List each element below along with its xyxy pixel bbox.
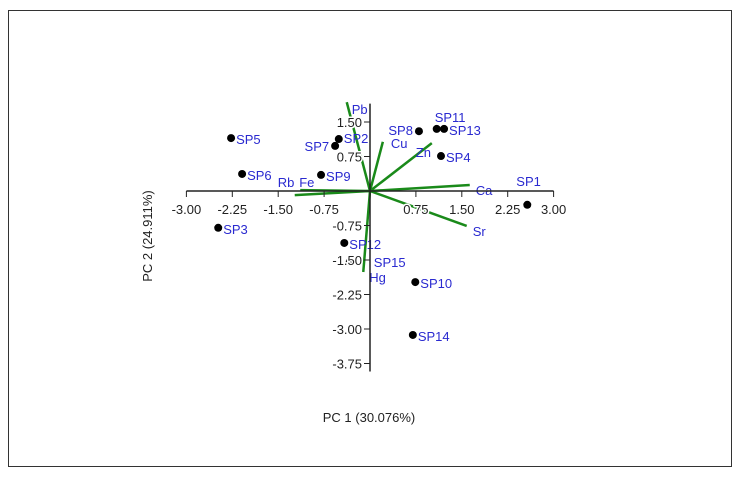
score-point-sp8 bbox=[414, 127, 423, 136]
x-axis-title: PC 1 (30.076%) bbox=[323, 410, 416, 425]
score-label: SP13 bbox=[449, 123, 481, 138]
y-tick-label: 0.75 bbox=[337, 150, 362, 165]
score-label: SP14 bbox=[418, 329, 450, 344]
loading-vector-hg bbox=[362, 190, 372, 273]
y-tick-label: -1.50 bbox=[332, 253, 362, 268]
score-label: SP4 bbox=[446, 150, 471, 165]
y-axis-title: PC 2 (24.911%) bbox=[140, 190, 155, 282]
x-tick-label: -3.00 bbox=[172, 202, 202, 217]
loading-label: Sr bbox=[473, 224, 487, 239]
y-tick-label: -3.75 bbox=[332, 357, 362, 372]
loading-label: Fe bbox=[299, 175, 314, 190]
score-point-sp10 bbox=[411, 278, 420, 287]
score-point-sp4 bbox=[436, 152, 445, 161]
chart-frame bbox=[8, 10, 732, 467]
loading-label: Pb bbox=[352, 102, 368, 117]
loading-label: Zn bbox=[416, 145, 431, 160]
x-tick-label: 3.00 bbox=[541, 202, 566, 217]
score-point-sp1 bbox=[523, 200, 532, 209]
loading-label: Hg bbox=[369, 270, 386, 285]
score-point-sp15 bbox=[345, 257, 354, 266]
x-tick-label: 0.75 bbox=[403, 202, 428, 217]
x-tick-label: -2.25 bbox=[217, 202, 247, 217]
score-label: SP10 bbox=[420, 276, 452, 291]
score-label: SP8 bbox=[388, 123, 413, 138]
x-tick-label: 1.50 bbox=[449, 202, 474, 217]
score-point-sp12 bbox=[340, 238, 349, 247]
score-label: SP9 bbox=[326, 169, 351, 184]
score-label: SP15 bbox=[374, 255, 406, 270]
score-label: SP11 bbox=[435, 110, 466, 125]
x-tick-label: 2.25 bbox=[495, 202, 520, 217]
loading-vector-ca bbox=[369, 183, 470, 193]
score-label: SP3 bbox=[223, 222, 248, 237]
score-point-sp2 bbox=[334, 135, 343, 144]
y-tick-label: -2.25 bbox=[332, 288, 362, 303]
y-tick-label: -0.75 bbox=[332, 219, 362, 234]
score-point-sp9 bbox=[317, 170, 326, 179]
x-tick-label: -1.50 bbox=[263, 202, 293, 217]
score-label: SP2 bbox=[344, 131, 369, 146]
y-tick-label: 1.50 bbox=[337, 115, 362, 130]
score-point-sp13 bbox=[440, 124, 449, 133]
loading-label: Cu bbox=[391, 136, 408, 151]
score-label: SP12 bbox=[349, 237, 381, 252]
x-tick-label: -0.75 bbox=[309, 202, 339, 217]
score-point-sp11 bbox=[432, 124, 441, 133]
loading-vector-cu bbox=[368, 141, 385, 192]
loading-label: Rb bbox=[278, 175, 295, 190]
score-point-sp14 bbox=[408, 330, 417, 339]
score-point-sp3 bbox=[214, 223, 223, 232]
score-point-sp6 bbox=[238, 169, 247, 178]
score-label: SP6 bbox=[247, 168, 272, 183]
loading-vector-sr bbox=[369, 189, 468, 228]
loading-vector-zn bbox=[369, 142, 433, 192]
score-point-sp5 bbox=[227, 134, 236, 143]
score-label: SP7 bbox=[305, 139, 330, 154]
score-point-sp7 bbox=[331, 141, 340, 150]
score-label: SP5 bbox=[236, 132, 261, 147]
y-tick-label: -3.00 bbox=[332, 322, 362, 337]
score-label: SP1 bbox=[516, 174, 541, 189]
loading-vector-pb bbox=[345, 101, 372, 192]
